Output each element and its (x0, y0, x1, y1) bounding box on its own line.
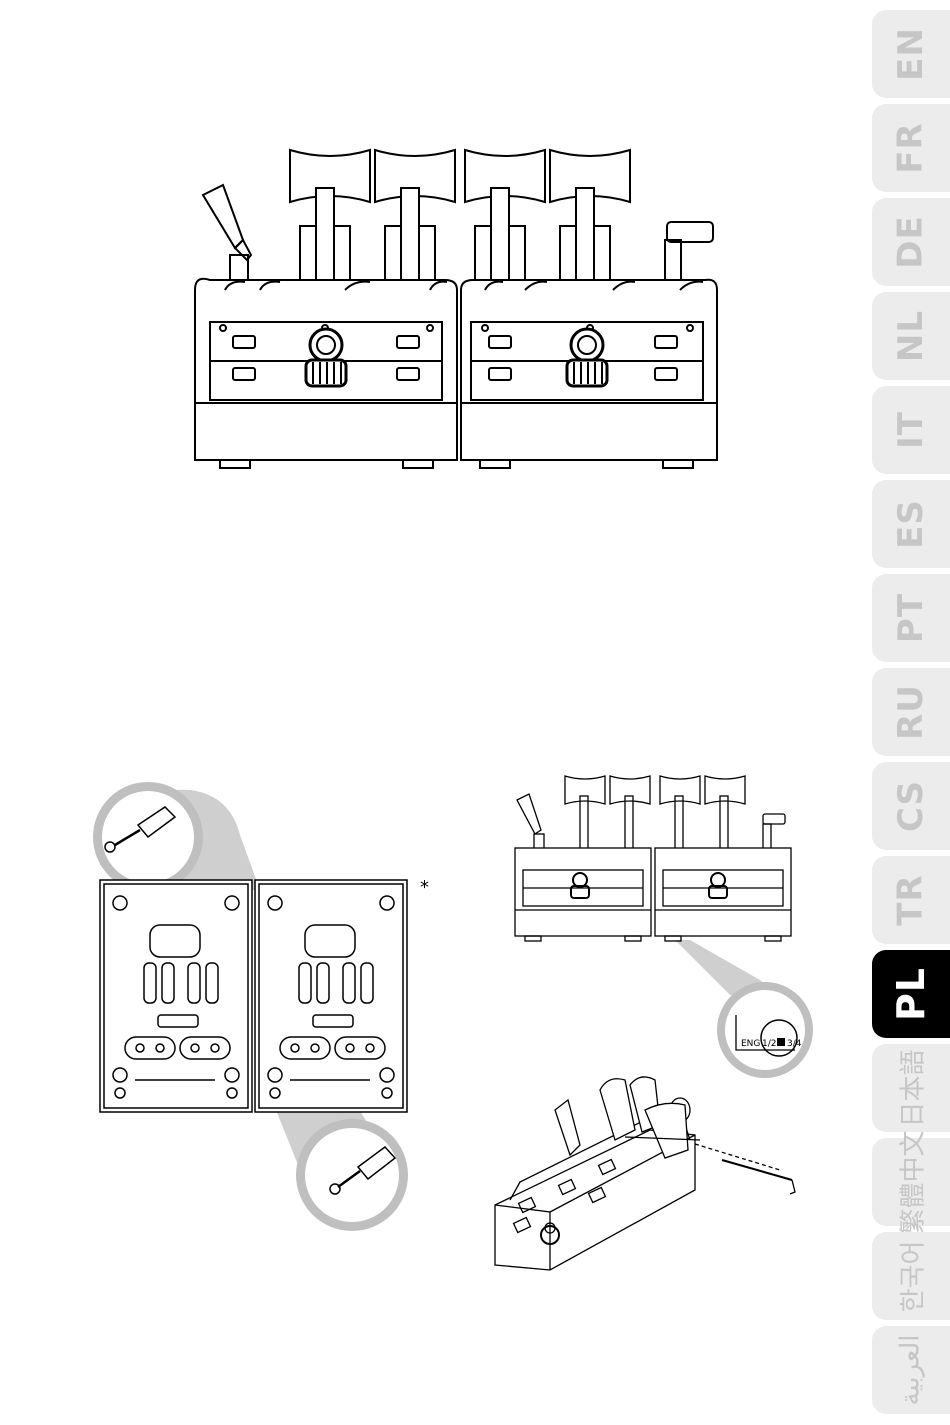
language-tab-label: TR (891, 874, 931, 925)
quadrant-bodies (195, 279, 717, 468)
language-tab-ru[interactable]: RU (872, 668, 950, 756)
language-tab-label: DE (891, 215, 931, 268)
language-tab-de[interactable]: DE (872, 198, 950, 286)
switch-slider (777, 1038, 785, 1046)
language-tab-it[interactable]: IT (872, 386, 950, 474)
language-tab-ko[interactable]: 한국어 (872, 1232, 950, 1320)
language-tab-ar[interactable]: العربية (872, 1326, 950, 1414)
language-tab-ja[interactable]: 日本語 (872, 1044, 950, 1132)
language-tab-fr[interactable]: FR (872, 104, 950, 192)
language-tab-label: العربية (896, 1334, 926, 1405)
language-tab-label: PL (889, 967, 933, 1021)
language-tab-tr[interactable]: TR (872, 856, 950, 944)
language-tab-cs[interactable]: CS (872, 762, 950, 850)
language-tab-es[interactable]: ES (872, 480, 950, 568)
language-tab-label: IT (891, 411, 931, 449)
language-tab-label: EN (891, 27, 931, 81)
engine-switch-illustration: ENG 1/2 3/4 (505, 770, 815, 1090)
language-tab-pt[interactable]: PT (872, 574, 950, 662)
underside-assembly-illustration: * (80, 775, 430, 1235)
switch-label-eng: ENG (741, 1039, 760, 1049)
language-tab-pl[interactable]: PL (872, 950, 950, 1038)
language-tab-label: 日本語 (893, 1049, 930, 1127)
language-tab-nl[interactable]: NL (872, 292, 950, 380)
language-tab-label: RU (891, 684, 931, 740)
language-tab-label: 繁體中文 (893, 1130, 930, 1234)
throttle-perspective-pin-illustration (490, 1070, 810, 1285)
language-tab-label: NL (891, 310, 931, 362)
language-tab-label: FR (891, 122, 931, 173)
language-tab-en[interactable]: EN (872, 10, 950, 98)
language-tab-label: 한국어 (892, 1240, 929, 1312)
language-tab-zh-tw[interactable]: 繁體中文 (872, 1138, 950, 1226)
throttle-front-view-illustration (185, 140, 730, 475)
asterisk-mark: * (420, 877, 429, 898)
language-tab-label: CS (891, 780, 931, 832)
language-tab-label: ES (891, 499, 931, 549)
language-tab-label: PT (891, 593, 931, 643)
